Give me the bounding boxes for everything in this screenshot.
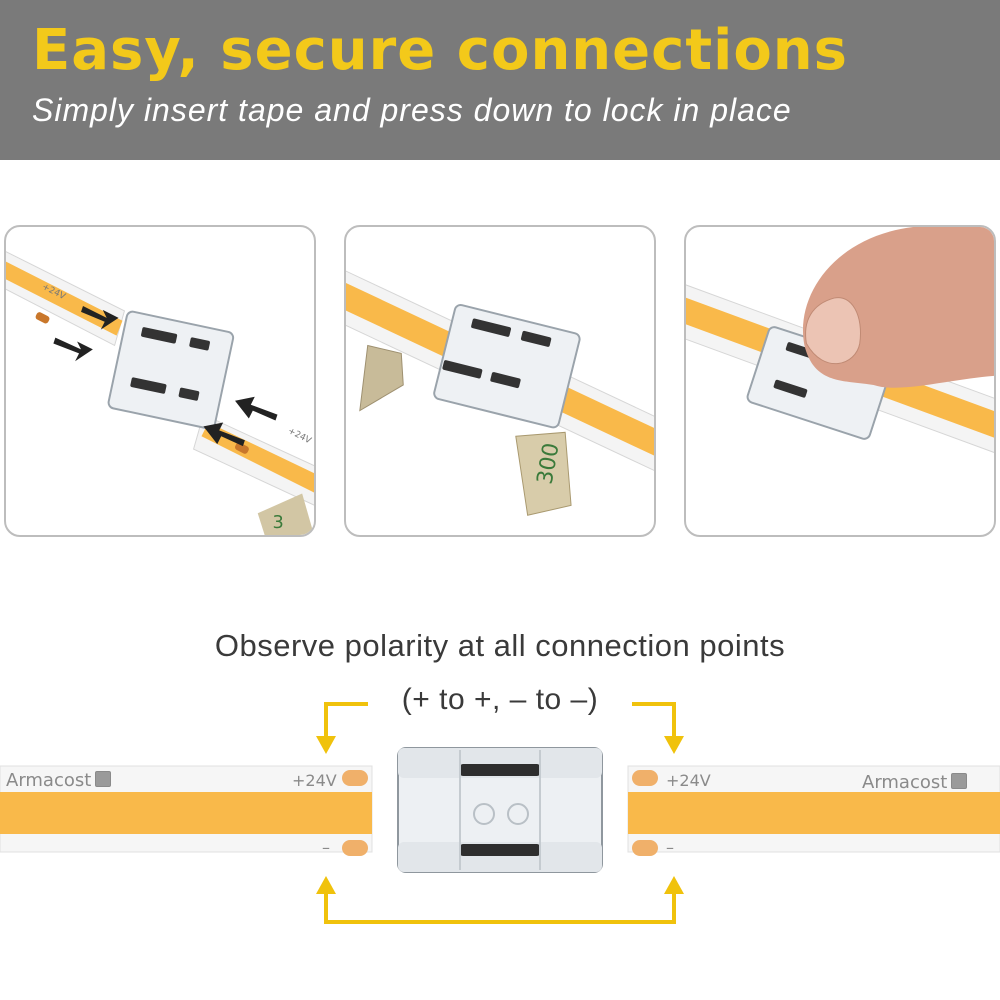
header-banner: Easy, secure connections Simply insert t…	[0, 0, 1000, 160]
page-title: Easy, secure connections	[32, 18, 848, 83]
right-brand: Armacost	[862, 772, 968, 793]
polarity-heading: Observe polarity at all connection point…	[214, 628, 786, 663]
step-panel-align: 300	[344, 225, 656, 537]
connector-icon	[397, 747, 603, 873]
page-subtitle: Simply insert tape and press down to loc…	[32, 92, 792, 128]
positive-arrow-lines	[324, 702, 676, 740]
negative-arrowheads	[316, 876, 684, 894]
align-illustration: 300	[346, 270, 654, 516]
polarity-rule: (+ to +, – to –)	[401, 683, 599, 716]
connector	[107, 310, 235, 430]
connector	[433, 304, 581, 429]
left-positive-label: +24V	[292, 771, 337, 790]
right-led-strip	[628, 792, 1000, 834]
polarity-diagram	[0, 690, 1000, 930]
polarity-diagram-svg	[0, 702, 1000, 924]
right-negative-pad	[632, 840, 658, 856]
brand-logo-icon	[95, 771, 112, 787]
right-positive-label: +24V	[666, 771, 711, 790]
svg-text:3: 3	[273, 513, 284, 533]
finger-icon	[803, 227, 994, 388]
right-positive-pad	[632, 770, 658, 786]
insert-illustration: +24V 3 +24V	[6, 251, 314, 535]
left-negative-label: –	[322, 838, 330, 857]
left-negative-pad	[342, 840, 368, 856]
tape-left	[6, 251, 126, 347]
left-led-strip	[0, 792, 372, 834]
negative-arrow-lines	[324, 890, 676, 924]
tape-polarity-label: +24V	[286, 426, 313, 446]
left-brand: Armacost	[6, 770, 112, 791]
positive-arrowheads	[316, 736, 684, 754]
insert-arrows	[53, 305, 278, 447]
step-panel-press	[684, 225, 996, 537]
brand-logo-icon	[951, 773, 968, 789]
right-negative-label: –	[666, 838, 674, 857]
left-brand-text: Armacost	[6, 770, 92, 791]
press-illustration	[686, 227, 994, 453]
step-panel-insert: +24V 3 +24V	[4, 225, 316, 537]
right-brand-text: Armacost	[862, 772, 948, 793]
left-positive-pad	[342, 770, 368, 786]
